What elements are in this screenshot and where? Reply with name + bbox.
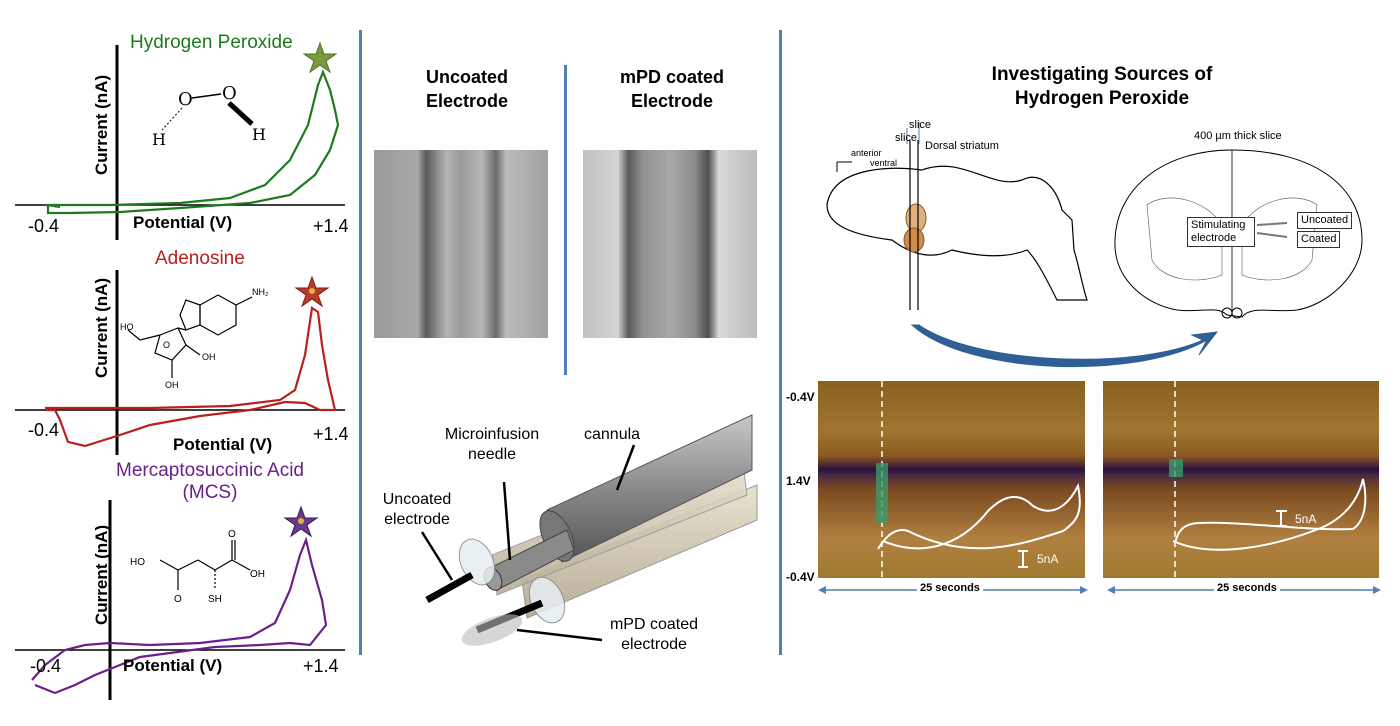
svg-text:HO: HO (120, 322, 134, 332)
label-uncoated-electrode: Uncoated electrode (382, 491, 452, 528)
ylabel-adenosine: Current (nA) (92, 277, 111, 378)
middle-column: Uncoated Electrode mPD coated Electrode (362, 0, 780, 726)
cv-plot-mcs: HO OH SH O O (15, 500, 345, 700)
label-dorsal-striatum: Dorsal striatum (925, 140, 999, 152)
colorplot-y-top: -0.4V (786, 390, 815, 404)
colorplot-overlay-right (1169, 381, 1367, 578)
svg-text:H: H (252, 125, 266, 144)
svg-text:SH: SH (208, 594, 222, 605)
colorplot-overlay-left (876, 381, 1081, 578)
electrode-diagram (420, 414, 758, 646)
coated-title: mPD coated Electrode (619, 67, 725, 111)
label-coated-electrode: mPD coated electrode (609, 616, 699, 653)
label-stimulating-electrode: Stimulating electrode (1187, 217, 1255, 247)
svg-text:OH: OH (250, 569, 265, 580)
label-ventral: ventral (870, 158, 898, 168)
xmin-mcs: -0.4 (30, 656, 62, 676)
left-column: Hydrogen Peroxide O O H H Current (nA) P… (0, 0, 360, 726)
sem-image-uncoated (374, 150, 548, 338)
xlabel-mcs: Potential (V) (123, 656, 223, 675)
colorplot-scale-right: 5nA (1295, 512, 1317, 526)
label-slice-2: slice (909, 119, 932, 131)
colorplot-right (1103, 381, 1379, 578)
label-uncoated: Uncoated (1297, 212, 1353, 229)
brain-sagittal-diagram (826, 122, 1088, 310)
cv-trace-adenosine (45, 306, 337, 448)
divider-left (359, 30, 362, 655)
svg-text:OH: OH (202, 352, 216, 362)
star-icon (302, 41, 338, 74)
cv-plot-h2o2: O O H H (15, 41, 345, 240)
panel-title-h2o2: Hydrogen Peroxide (130, 32, 293, 53)
xlabel-h2o2: Potential (V) (133, 213, 233, 232)
divider-right (779, 30, 782, 655)
svg-text:NH₂: NH₂ (252, 287, 269, 297)
right-title: Investigating Sources of Hydrogen Peroxi… (991, 64, 1213, 109)
svg-text:O: O (178, 89, 193, 110)
label-anterior: anterior (851, 148, 882, 158)
svg-text:OH: OH (165, 380, 179, 390)
label-microinfusion: Microinfusion needle (444, 426, 540, 463)
xmin-adenosine: -0.4 (28, 420, 60, 440)
ylabel-h2o2: Current (nA) (92, 74, 111, 175)
svg-text:O: O (228, 529, 236, 540)
colorplot-y-mid: 1.4V (786, 474, 811, 488)
xmax-h2o2: +1.4 (313, 216, 349, 236)
svg-text:O: O (163, 340, 170, 350)
colorplot-y-bottom: -0.4V (786, 570, 815, 584)
svg-text:H: H (152, 130, 166, 149)
duration-label-left: 25 seconds (917, 582, 983, 594)
ylabel-mcs: Current (nA) (92, 524, 111, 625)
colorplot-scale-left: 5nA (1037, 552, 1059, 566)
xmin-h2o2: -0.4 (28, 216, 60, 236)
duration-label-right: 25 seconds (1214, 582, 1280, 594)
right-column: Investigating Sources of Hydrogen Peroxi… (782, 0, 1400, 726)
label-coated: Coated (1297, 231, 1341, 248)
divider-sem (564, 65, 567, 375)
sem-image-coated (583, 150, 757, 338)
panel-title-mcs: Mercaptosuccinic Acid (MCS) (116, 460, 304, 503)
curved-arrow (910, 324, 1219, 368)
panel-title-adenosine: Adenosine (155, 248, 245, 269)
xlabel-adenosine: Potential (V) (173, 435, 273, 454)
xmax-mcs: +1.4 (303, 656, 339, 676)
uncoated-title: Uncoated Electrode (425, 67, 509, 111)
cv-trace-mcs (31, 536, 328, 695)
cv-plot-adenosine: NH₂ HO OH OH O (15, 270, 345, 455)
svg-text:HO: HO (130, 557, 145, 568)
svg-text:O: O (174, 594, 182, 605)
cv-trace-h2o2 (45, 68, 340, 215)
svg-text:O: O (222, 83, 237, 104)
label-cannula: cannula (584, 426, 641, 443)
label-slice-thickness: 400 µm thick slice (1194, 130, 1282, 142)
label-slice-1: slice (895, 132, 918, 144)
xmax-adenosine: +1.4 (313, 424, 349, 444)
